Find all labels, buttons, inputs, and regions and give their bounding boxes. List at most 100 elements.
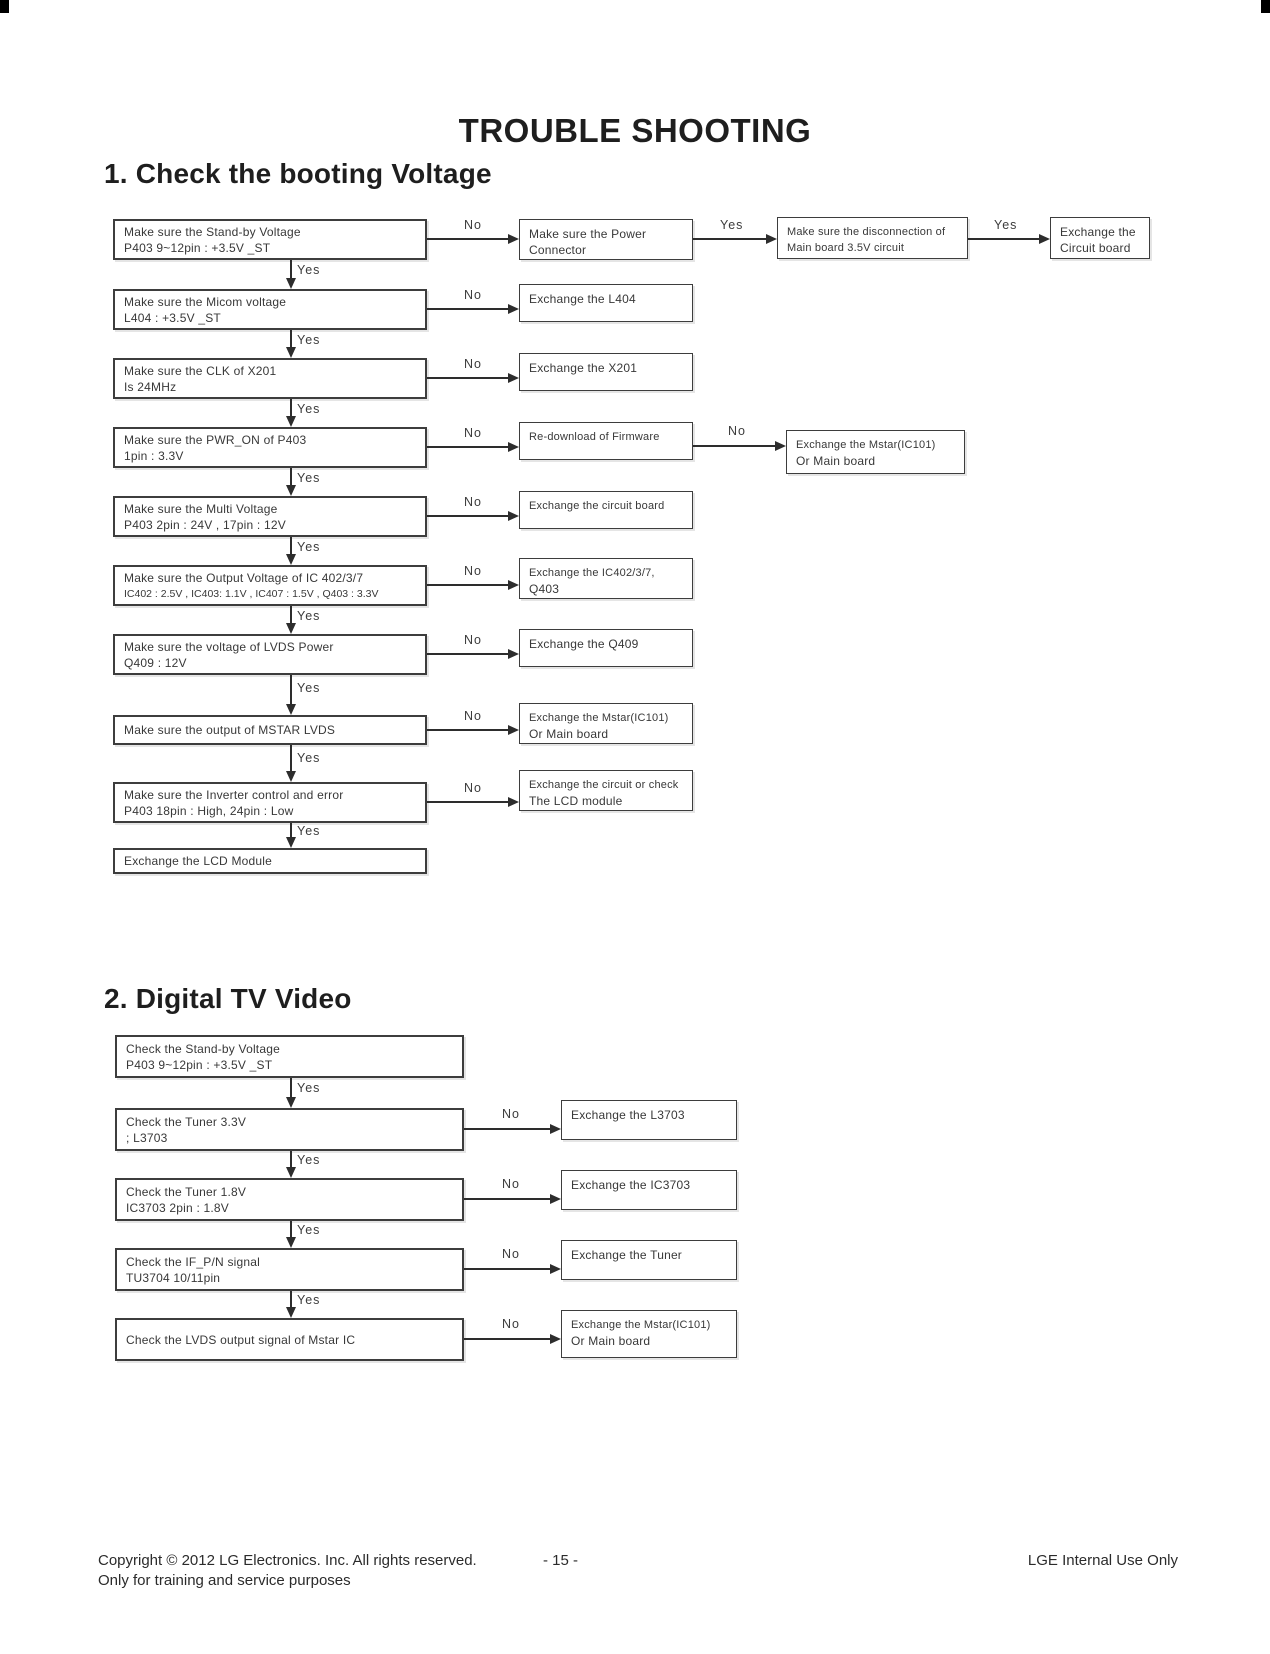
- node-line: Make sure the disconnection of: [787, 226, 946, 238]
- connector-line: [427, 653, 508, 655]
- node-line: Make sure the CLK of X201: [124, 363, 277, 378]
- arrowhead-down: [286, 1237, 296, 1248]
- node-line: Make sure the Inverter control and error: [124, 787, 344, 802]
- node-line: Or Main board: [571, 1334, 651, 1348]
- yes-label: Yes: [297, 751, 321, 765]
- connector-line: [464, 1338, 550, 1340]
- arrowhead-right: [775, 441, 786, 451]
- node-line: Exchange the: [1060, 225, 1136, 239]
- node-line: Exchange the circuit or check: [529, 779, 679, 791]
- arrowhead-down: [286, 347, 296, 358]
- arrowhead-right: [508, 649, 519, 659]
- flow-node-output-voltage-ic: Make sure the Output Voltage of IC 402/3…: [113, 565, 427, 606]
- flow-node-micom-voltage: Make sure the Micom voltage L404 : +3.5V…: [113, 289, 427, 330]
- copyright-line2: Only for training and service purposes: [98, 1572, 351, 1589]
- flow-node-disconnection-mainboard: Make sure the disconnection of Main boar…: [777, 217, 968, 259]
- arrowhead-down: [286, 554, 296, 565]
- arrowhead-right: [550, 1334, 561, 1344]
- node-line: P403 18pin : High, 24pin : Low: [124, 803, 294, 818]
- arrowhead-right: [508, 442, 519, 452]
- flow-node-exchange-mstar-main-2: Exchange the Mstar(IC101) Or Main board: [786, 430, 965, 474]
- yes-label: Yes: [297, 1153, 321, 1167]
- arrowhead-right: [550, 1194, 561, 1204]
- flow-node-tuner-33v: Check the Tuner 3.3V ; L3703: [115, 1108, 464, 1151]
- node-line: Exchange the Mstar(IC101): [529, 712, 669, 724]
- yes-label: Yes: [297, 471, 321, 485]
- arrowhead-right: [508, 580, 519, 590]
- flow-node-exchange-l404: Exchange the L404: [519, 284, 693, 322]
- connector-line: [290, 1151, 292, 1169]
- yes-label: Yes: [297, 824, 321, 838]
- footer-right-note: LGE Internal Use Only: [1027, 1552, 1178, 1569]
- scan-artifact: [1261, 0, 1270, 13]
- node-line: Exchange the L404: [529, 292, 636, 306]
- node-line: IC3703 2pin : 1.8V: [126, 1200, 230, 1215]
- yes-label: Yes: [297, 1223, 321, 1237]
- yes-label: Yes: [297, 540, 321, 554]
- connector-line: [290, 399, 292, 418]
- flow-node-exchange-lcd-module: Exchange the LCD Module: [113, 848, 427, 874]
- yes-label: Yes: [297, 1293, 321, 1307]
- node-line: Exchange the LCD Module: [124, 854, 273, 868]
- connector-line: [290, 745, 292, 773]
- arrowhead-right: [508, 797, 519, 807]
- node-line: Check the Tuner 1.8V: [126, 1184, 247, 1199]
- section2-heading: 2. Digital TV Video: [104, 983, 352, 1014]
- no-label: No: [464, 564, 482, 578]
- no-label: No: [502, 1247, 520, 1261]
- connector-line: [464, 1268, 550, 1270]
- no-label: No: [728, 424, 746, 438]
- connector-line: [290, 1078, 292, 1099]
- node-line: 1pin : 3.3V: [124, 448, 184, 463]
- connector-line: [427, 729, 508, 731]
- node-line: Exchange the IC3703: [571, 1178, 691, 1192]
- node-line: Exchange the Mstar(IC101): [796, 439, 936, 451]
- connector-line: [290, 468, 292, 487]
- flow-node-inverter-control: Make sure the Inverter control and error…: [113, 782, 427, 823]
- flow-node-exchange-circuit-or-lcd: Exchange the circuit or check The LCD mo…: [519, 770, 693, 811]
- connector-line: [968, 238, 1039, 240]
- connector-line: [427, 515, 508, 517]
- node-line: Main board 3.5V circuit: [787, 242, 905, 254]
- node-line: Check the LVDS output signal of Mstar IC: [126, 1332, 356, 1347]
- arrowhead-down: [286, 1167, 296, 1178]
- flow-node-standby-voltage: Make sure the Stand-by Voltage P403 9~12…: [113, 219, 427, 260]
- connector-line: [290, 823, 292, 839]
- flow-node-pwr-on: Make sure the PWR_ON of P403 1pin : 3.3V: [113, 427, 427, 468]
- connector-line: [290, 537, 292, 556]
- arrowhead-down: [286, 485, 296, 496]
- no-label: No: [464, 633, 482, 647]
- copyright-line1: Copyright © 2012 LG Electronics. Inc. Al…: [98, 1552, 477, 1569]
- node-line: L404 : +3.5V _ST: [124, 310, 221, 325]
- no-label: No: [464, 357, 482, 371]
- node-line: Re-download of Firmware: [529, 431, 660, 443]
- arrowhead-right: [550, 1264, 561, 1274]
- arrowhead-down: [286, 1097, 296, 1108]
- no-label: No: [502, 1107, 520, 1121]
- node-line: Check the IF_P/N signal: [126, 1254, 260, 1269]
- node-line: Make sure the Stand-by Voltage: [124, 224, 301, 239]
- connector-line: [427, 446, 508, 448]
- footer-copyright: Copyright © 2012 LG Electronics. Inc. Al…: [98, 1551, 477, 1591]
- flow-node-mstar-lvds-output: Make sure the output of MSTAR LVDS: [113, 715, 427, 745]
- yes-label: Yes: [297, 681, 321, 695]
- page-number: - 15 -: [543, 1552, 579, 1569]
- connector-line: [464, 1198, 550, 1200]
- arrowhead-right: [550, 1124, 561, 1134]
- flow-node-redownload-firmware: Re-download of Firmware: [519, 422, 693, 460]
- node-line: Exchange the X201: [529, 361, 638, 375]
- connector-line: [427, 238, 508, 240]
- flow-node-exchange-circuit-board: Exchange the circuit board: [519, 491, 693, 529]
- node-line: P403 9~12pin : +3.5V _ST: [124, 240, 271, 255]
- node-line: Check the Stand-by Voltage: [126, 1041, 280, 1056]
- no-label: No: [464, 495, 482, 509]
- yes-label: Yes: [297, 333, 321, 347]
- node-line: P403 9~12pin : +3.5V _ST: [126, 1057, 273, 1072]
- flow-node-tuner-18v: Check the Tuner 1.8V IC3703 2pin : 1.8V: [115, 1178, 464, 1221]
- yes-label: Yes: [297, 609, 321, 623]
- node-line: Or Main board: [529, 727, 609, 741]
- node-line: The LCD module: [529, 794, 623, 808]
- connector-line: [427, 377, 508, 379]
- node-line: Make sure the voltage of LVDS Power: [124, 639, 334, 654]
- connector-line: [427, 801, 508, 803]
